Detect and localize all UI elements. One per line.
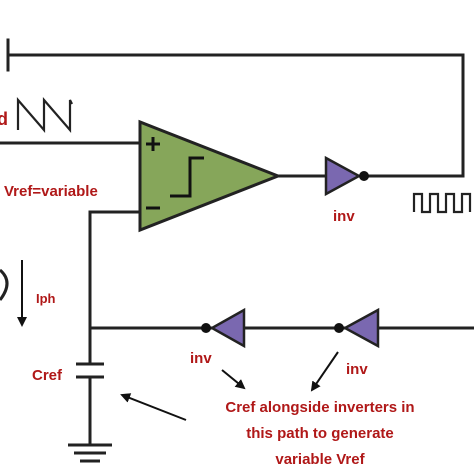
comparator-triangle-icon [138,119,283,233]
label-left-clip: d [0,109,8,129]
label-cref: Cref [32,367,63,384]
inverter-triangle-icon [324,155,369,197]
note-arrow-from-inv-right [310,351,339,392]
note-line-2: this path to generate [246,425,394,442]
label-inv-bottom-left: inv [190,350,212,367]
label-inv-top: inv [333,208,355,225]
square-wave-icon [412,192,472,214]
ground-icon [68,443,112,463]
note-arrow-to-cref [120,393,187,421]
note-line-1: Cref alongside inverters in [225,399,414,416]
inverter-triangle-icon [201,307,246,349]
label-inv-bottom-right: inv [346,361,368,378]
capacitor-icon [76,362,104,379]
photodiode-arc [0,268,9,301]
label-vref: Vref=variable [4,183,98,200]
note-line-3: variable Vref [275,451,365,468]
label-iph: Iph [36,291,56,306]
note-arrow-from-inv-left [221,369,246,390]
inverter-triangle-icon [334,307,380,349]
sawtooth-wave-icon [16,97,73,133]
